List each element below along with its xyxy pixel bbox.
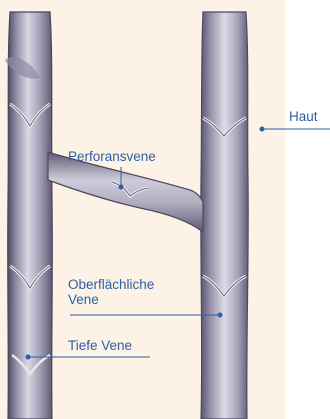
label-haut: Haut: [289, 109, 318, 124]
ober-marker: [218, 313, 223, 318]
haut-marker: [260, 127, 265, 132]
label-oberflaechliche-vene: Oberflächliche Vene: [68, 277, 154, 307]
label-perforansvene: Perforansvene: [68, 149, 156, 164]
superficial-vein: [201, 12, 248, 419]
label-tiefe-vene: Tiefe Vene: [68, 338, 132, 353]
perforans-marker: [119, 185, 124, 190]
tiefe-marker: [26, 355, 31, 360]
